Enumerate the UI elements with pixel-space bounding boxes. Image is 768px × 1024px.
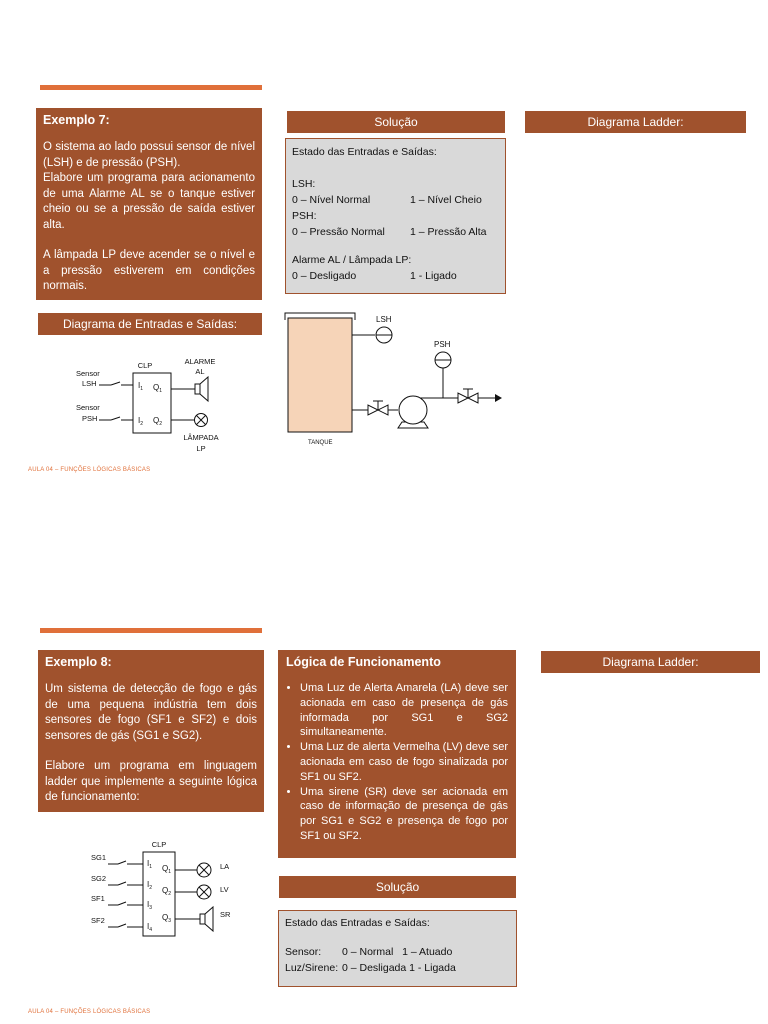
example7-paragraph-3: A lâmpada LP deve acender se o nível e a… <box>43 249 255 292</box>
psh-tag: PSH <box>434 340 451 349</box>
example8-paragraph-1: Um sistema de detecção de fogo e gás de … <box>45 683 257 742</box>
lsh-label: LSH: <box>292 178 316 190</box>
sensor-psh-label-b: PSH <box>82 414 97 423</box>
slide2-footer: AULA 04 – FUNÇÕES LÓGICAS BÁSICAS <box>28 1009 151 1015</box>
psh-state-0: 0 – Pressão Normal <box>292 226 385 238</box>
logic-title: Lógica de Funcionamento <box>286 655 441 669</box>
logic-list: Uma Luz de Alerta Amarela (LA) deve ser … <box>286 681 508 844</box>
sensor-lsh-label-b: LSH <box>82 379 97 388</box>
psh-states: 0 – Pressão Normal 1 – Pressão Alta <box>292 224 499 240</box>
clp2-block <box>142 851 176 937</box>
alarm-label: Alarme AL / Lâmpada LP: <box>292 254 412 266</box>
slide1-top-rule <box>40 85 262 90</box>
lamp-label-a: LÂMPADA <box>183 433 218 442</box>
sf2-label: SF2 <box>91 916 105 925</box>
sensor-label: Sensor: <box>285 946 322 958</box>
alarm-label-b: AL <box>195 367 204 376</box>
lsh-state-0: 0 – Nível Normal <box>292 194 371 206</box>
input-switches <box>108 860 143 928</box>
ladder2-header: Diagrama Ladder: <box>541 651 760 673</box>
sg1-label: SG1 <box>91 853 106 862</box>
psh-state-1: 1 – Pressão Alta <box>410 226 487 238</box>
clp-label: CLP <box>138 361 153 370</box>
lamp-label-b: LP <box>196 444 205 453</box>
valve1-icon <box>367 400 389 416</box>
ladder1-header: Diagrama Ladder: <box>525 111 746 133</box>
clp2-input-i2: I2 <box>147 880 152 891</box>
example7-box: Exemplo 7: O sistema ao lado possui sens… <box>36 108 262 300</box>
sensor-state-values: 0 – Normal 1 – Atuado <box>342 946 453 958</box>
clp2-output-q2: Q2 <box>162 886 171 897</box>
sensor-states: Sensor: 0 – Normal 1 – Atuado <box>285 944 510 960</box>
io-diagram-2: CLP SG1 SG2 SF1 SF2 I1 I2 I3 I4 Q1 Q2 Q3… <box>91 840 231 937</box>
lsh-switch <box>99 381 133 386</box>
clp2-input-i4: I4 <box>147 922 152 933</box>
logic-item-lv: Uma Luz de alerta Vermelha (LV) deve ser… <box>300 740 508 784</box>
clp2-input-i3: I3 <box>147 900 152 911</box>
alarm-state-0: 0 – Desligado <box>292 270 357 282</box>
sf1-label: SF1 <box>91 894 105 903</box>
valve2-icon <box>457 388 479 404</box>
psh-gauge-icon <box>434 351 452 369</box>
solution2-heading: Estado das Entradas e Saídas: <box>285 917 430 929</box>
solution2-box: Estado das Entradas e Saídas: Sensor: 0 … <box>278 910 517 987</box>
clp2-label: CLP <box>152 840 167 849</box>
alarm-states: 0 – Desligado 1 - Ligado <box>292 268 499 284</box>
logic-item-sr: Uma sirene (SR) deve ser acionada em cas… <box>300 785 508 844</box>
siren-speaker-icon <box>199 905 214 933</box>
solution1-header: Solução <box>287 111 505 133</box>
flow-arrow-icon <box>495 394 502 402</box>
clp2-output-q3: Q3 <box>162 913 171 924</box>
output-states: Luz/Sirene: 0 – Desligada 1 - Ligada <box>285 960 510 976</box>
tank <box>287 317 353 433</box>
output-label: Luz/Sirene: <box>285 962 339 974</box>
solution1-heading: Estado das Entradas e Saídas: <box>292 146 437 158</box>
input-i2: I2 <box>138 416 143 427</box>
lsh-states: 0 – Nível Normal 1 – Nível Cheio <box>292 192 499 208</box>
tank-top <box>284 312 356 320</box>
lsh-state-1: 1 – Nível Cheio <box>410 194 482 206</box>
sr-label: SR <box>220 910 231 919</box>
example8-title: Exemplo 8: <box>45 655 112 669</box>
lv-lamp-icon <box>196 884 212 900</box>
io-diagram-1: CLP Sensor LSH Sensor PSH I1 I2 Q1 Q2 AL… <box>76 357 219 453</box>
sg2-label: SG2 <box>91 874 106 883</box>
example7-paragraph-2: Elabore um programa para acionamento de … <box>43 172 255 231</box>
lsh-tag: LSH <box>376 315 392 324</box>
io1-header: Diagrama de Entradas e Saídas: <box>38 313 262 335</box>
example8-box: Exemplo 8: Um sistema de detecção de fog… <box>38 650 264 812</box>
pump-icon <box>397 395 429 429</box>
output-state-values: 0 – Desligada 1 - Ligada <box>342 962 456 974</box>
output-q2: Q2 <box>153 416 162 427</box>
alarm-state-1: 1 - Ligado <box>410 270 457 282</box>
lsh-gauge-icon <box>375 326 393 344</box>
slide1-footer: AULA 04 – FUNÇÕES LÓGICAS BÁSICAS <box>28 467 151 473</box>
process-diagram: LSH PSH TANQUE <box>284 312 502 446</box>
example7-paragraph-1: O sistema ao lado possui sensor de nível… <box>43 141 255 169</box>
clp-block <box>132 372 172 434</box>
alarm-label-a: ALARME <box>185 357 216 366</box>
slide2-top-rule <box>40 628 262 633</box>
output-q1: Q1 <box>153 383 162 394</box>
example8-paragraph-2: Elabore um programa em linguagem ladder … <box>45 760 257 803</box>
psh-switch <box>99 416 133 421</box>
la-label: LA <box>220 862 229 871</box>
sensor-psh-label-a: Sensor <box>76 403 100 412</box>
solution1-box: Estado das Entradas e Saídas: LSH: 0 – N… <box>285 138 506 294</box>
logic-item-la: Uma Luz de Alerta Amarela (LA) deve ser … <box>300 681 508 740</box>
psh-label: PSH: <box>292 210 317 222</box>
tank-label: TANQUE <box>308 440 333 446</box>
la-lamp-icon <box>196 862 212 878</box>
lamp-icon <box>194 413 208 427</box>
alarm-speaker-icon <box>194 375 209 403</box>
solution2-header: Solução <box>279 876 516 898</box>
lv-label: LV <box>220 885 229 894</box>
logic-box: Lógica de Funcionamento Uma Luz de Alert… <box>278 650 516 858</box>
sensor-lsh-label-a: Sensor <box>76 369 100 378</box>
clp2-output-q1: Q1 <box>162 864 171 875</box>
example7-title: Exemplo 7: <box>43 113 110 127</box>
clp2-input-i1: I1 <box>147 859 152 870</box>
input-i1: I1 <box>138 381 143 392</box>
